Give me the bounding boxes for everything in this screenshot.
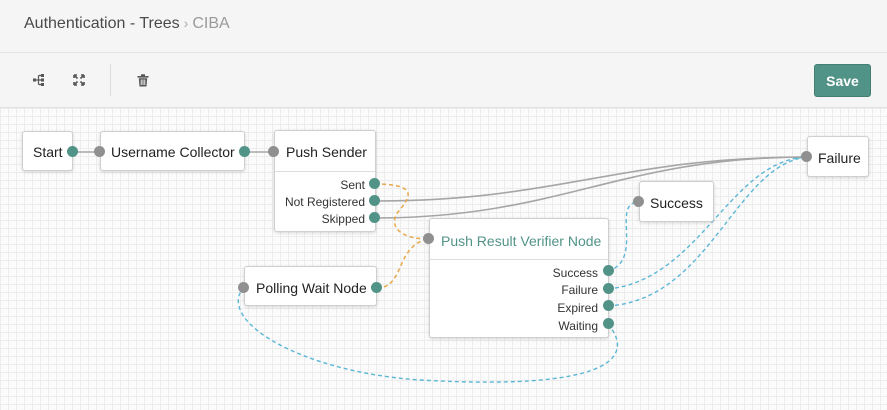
header-bar: Authentication - Trees›CIBA <box>0 0 887 53</box>
node-push-result-verifier-divider <box>430 259 608 260</box>
breadcrumb-parent-link[interactable]: Authentication - Trees <box>24 15 180 32</box>
save-button[interactable]: Save <box>814 64 871 97</box>
node-push-sender[interactable]: Push Sender Sent Not Registered Skipped <box>274 130 376 232</box>
port-polling-wait-in[interactable] <box>238 282 249 293</box>
node-push-sender-label: Push Sender <box>286 144 367 160</box>
node-success-label: Success <box>650 195 703 211</box>
port-start-out[interactable] <box>67 146 78 157</box>
port-waiting-out[interactable] <box>603 318 614 329</box>
node-failure-label: Failure <box>818 150 861 166</box>
node-start-label: Start <box>33 144 63 160</box>
port-failure-out[interactable] <box>603 283 614 294</box>
port-expired-out[interactable] <box>603 300 614 311</box>
node-push-result-verifier-label: Push Result Verifier Node <box>441 233 602 249</box>
port-username-collector-in[interactable] <box>94 146 105 157</box>
delete-button[interactable] <box>130 67 156 93</box>
breadcrumb-separator: › <box>183 15 189 31</box>
fullscreen-button[interactable] <box>66 67 92 93</box>
node-polling-wait[interactable]: Polling Wait Node <box>244 266 377 306</box>
node-username-collector[interactable]: Username Collector <box>100 131 245 171</box>
node-push-result-verifier[interactable]: Push Result Verifier Node Success Failur… <box>429 218 609 338</box>
node-polling-wait-label: Polling Wait Node <box>256 280 367 296</box>
node-push-sender-divider <box>275 171 375 172</box>
outcome-expired-label: Expired <box>557 301 598 315</box>
outcome-skipped-label: Skipped <box>321 212 365 226</box>
outcome-success-label: Success <box>552 266 598 280</box>
port-polling-wait-out[interactable] <box>371 282 382 293</box>
tree-layout-icon <box>33 74 44 86</box>
fullscreen-icon <box>73 74 85 86</box>
port-not-registered-out[interactable] <box>369 195 380 206</box>
outcome-failure-label: Failure <box>561 283 598 297</box>
toolbar-divider <box>110 64 111 96</box>
outcome-not-registered-label: Not Registered <box>284 195 365 209</box>
toolbar: Save <box>0 53 887 108</box>
node-username-collector-label: Username Collector <box>111 144 235 160</box>
port-success-out[interactable] <box>603 265 614 276</box>
trash-icon <box>137 73 149 86</box>
port-push-sender-in[interactable] <box>268 146 279 157</box>
port-success-in[interactable] <box>633 196 644 207</box>
node-start[interactable]: Start <box>22 131 73 171</box>
outcome-sent-label: Sent <box>340 178 365 192</box>
breadcrumb-current: CIBA <box>192 15 230 32</box>
breadcrumb: Authentication - Trees›CIBA <box>24 15 230 33</box>
outcome-waiting-label: Waiting <box>558 319 598 333</box>
port-username-collector-out[interactable] <box>239 146 250 157</box>
node-failure[interactable]: Failure <box>807 136 869 177</box>
port-failure-in[interactable] <box>801 151 812 162</box>
port-push-result-verifier-in[interactable] <box>423 233 434 244</box>
tree-layout-button[interactable] <box>26 67 52 93</box>
node-success[interactable]: Success <box>639 181 714 222</box>
port-skipped-out[interactable] <box>369 212 380 223</box>
port-sent-out[interactable] <box>369 178 380 189</box>
